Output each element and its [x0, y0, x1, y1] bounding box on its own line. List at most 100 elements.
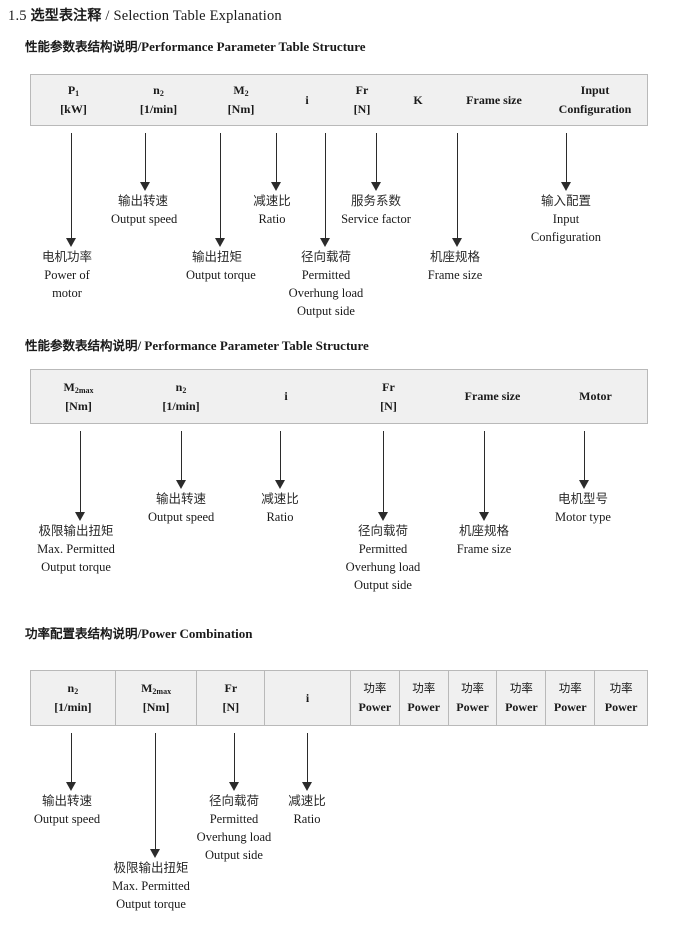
section-2-heading-chinese: 性能参数表结构说明	[25, 338, 138, 353]
annotation-permitted-overhung-load: 径向载荷 Permitted Overhung load Output side	[285, 248, 367, 321]
arrow-to-ratio-2	[275, 431, 286, 489]
annotation-output-speed-3-cn: 输出转速	[41, 793, 92, 808]
table3-col-power-6-en: Power	[604, 699, 638, 714]
table2-col-i: i	[236, 370, 336, 423]
arrow-to-ratio	[271, 133, 282, 191]
annotation-power-of-motor-cn: 电机功率	[41, 249, 92, 264]
annotation-permitted-overhung-load-2: 径向载荷 Permitted Overhung load Output side	[342, 522, 424, 595]
arrow-to-input-configuration	[561, 133, 572, 191]
section-1-heading-separator: /	[137, 39, 142, 54]
table3-col-power-2: 功率 Power	[398, 671, 448, 725]
table2-col-m2max-symbol: M2max	[63, 379, 94, 395]
table3-col-power-1: 功率 Power	[349, 671, 399, 725]
table1-col-i-symbol: i	[305, 92, 309, 107]
arrow-to-output-speed-3	[66, 733, 77, 791]
annotation-max-permitted-output-torque: 极限输出扭矩 Max. Permitted Output torque	[28, 522, 124, 576]
annotation-ratio-3: 减速比 Ratio	[278, 792, 336, 828]
section-3-heading-english: Power Combination	[141, 626, 253, 641]
table3-col-fr: Fr [N]	[196, 671, 264, 725]
annotation-ratio-3-cn: 减速比	[288, 793, 326, 808]
table2-col-n2-unit: [1/min]	[162, 398, 200, 413]
arrow-to-service-factor	[371, 133, 382, 191]
table2-col-m2max-unit: [Nm]	[65, 398, 92, 413]
arrow-to-permitted-overhung-load-2	[378, 431, 389, 521]
table2-col-n2-sub: 2	[182, 385, 187, 395]
annotation-max-permitted-output-torque-en-1: Max. Permitted	[37, 542, 115, 557]
table3-col-m2max: M2max [Nm]	[114, 671, 197, 725]
table1-col-input-configuration-line1: Input	[580, 83, 610, 98]
table3-col-power-5-en: Power	[553, 699, 587, 714]
annotation-permitted-overhung-load-3: 径向载荷 Permitted Overhung load Output side	[193, 792, 275, 865]
arrow-to-frame-size	[452, 133, 463, 247]
section-1-heading-english: Performance Parameter Table Structure	[141, 39, 366, 54]
table2-col-i-symbol: i	[284, 389, 288, 404]
annotation-ratio-2-cn: 减速比	[261, 491, 299, 506]
annotation-service-factor: 服务系数 Service factor	[335, 192, 417, 228]
table1-col-fr-symbol: Fr	[355, 83, 369, 98]
annotation-permitted-overhung-load-3-en-2: Overhung load	[196, 830, 272, 845]
table3-col-power-5: 功率 Power	[545, 671, 594, 725]
arrow-to-permitted-overhung-load-3	[229, 733, 240, 791]
section-3-heading: 功率配置表结构说明/Power Combination	[25, 623, 253, 642]
table3-col-power-3-en: Power	[456, 699, 489, 714]
table2-col-m2max-sub: 2max	[74, 385, 94, 395]
performance-parameter-table-1: P1 [kW] n2 [1/min] M2 [Nm] i Fr [N] K Fr…	[30, 74, 648, 126]
annotation-output-speed-en-1: Output speed	[111, 212, 178, 227]
annotation-power-of-motor-en-2: motor	[52, 286, 82, 301]
annotation-permitted-overhung-load-en-1: Permitted	[301, 268, 351, 283]
table2-col-fr-unit: [N]	[380, 398, 397, 413]
annotation-ratio: 减速比 Ratio	[243, 192, 301, 228]
annotation-ratio-3-en-1: Ratio	[293, 812, 321, 827]
annotation-ratio-en-1: Ratio	[258, 212, 286, 227]
annotation-max-permitted-output-torque-3-en-2: Output torque	[116, 897, 186, 912]
table3-col-power-1-cn: 功率	[363, 680, 387, 695]
annotation-motor-type-cn: 电机型号	[557, 491, 608, 506]
table1-col-k-symbol: K	[413, 92, 423, 107]
table2-col-motor-symbol: Motor	[579, 389, 612, 404]
annotation-permitted-overhung-load-en-2: Overhung load	[288, 286, 364, 301]
annotation-motor-type-en-1: Motor type	[555, 510, 611, 525]
table3-col-power-1-en: Power	[358, 699, 392, 714]
table1-col-input-configuration: Input Configuration	[543, 75, 647, 125]
table1-col-k: K	[391, 75, 445, 125]
table3-col-fr-unit: [N]	[222, 700, 240, 714]
section-2-heading: 性能参数表结构说明/ Performance Parameter Table S…	[25, 335, 369, 354]
table3-col-m2max-symbol: M2max	[141, 681, 172, 697]
arrow-to-output-torque	[215, 133, 226, 247]
arrow-to-ratio-3	[302, 733, 313, 791]
annotation-service-factor-cn: 服务系数	[350, 193, 401, 208]
annotation-ratio-2: 减速比 Ratio	[251, 490, 309, 526]
table1-col-n2-unit: [1/min]	[139, 102, 178, 116]
annotation-output-speed-cn: 输出转速	[117, 193, 168, 208]
arrow-to-output-speed	[140, 133, 151, 191]
annotation-output-speed: 输出转速 Output speed	[111, 192, 178, 228]
annotation-input-configuration-cn: 输入配置	[540, 193, 591, 208]
table1-col-m2-symbol: M2	[233, 83, 249, 99]
table3-col-power-2-cn: 功率	[412, 680, 436, 695]
table1-col-frame-size-symbol: Frame size	[466, 92, 522, 107]
table1-col-m2: M2 [Nm]	[201, 75, 281, 125]
annotation-ratio-cn: 减速比	[253, 193, 291, 208]
table1-col-frame-size: Frame size	[445, 75, 543, 125]
table3-col-i-symbol: i	[305, 690, 310, 705]
table1-col-p1-sub: 1	[75, 89, 80, 99]
table2-col-motor: Motor	[544, 370, 647, 423]
annotation-ratio-2-en-1: Ratio	[266, 510, 294, 525]
table3-col-m2max-unit: [Nm]	[142, 700, 170, 714]
table3-col-power-4-en: Power	[505, 699, 538, 714]
annotation-input-configuration: 输入配置 Input Configuration	[521, 192, 611, 246]
table1-col-fr-unit: [N]	[353, 102, 371, 116]
annotation-output-speed-2-en-1: Output speed	[148, 510, 215, 525]
annotation-frame-size-2-cn: 机座规格	[458, 523, 509, 538]
table3-col-power-4-cn: 功率	[509, 680, 533, 695]
arrow-to-max-permitted-output-torque	[75, 431, 86, 521]
annotation-output-torque-cn: 输出扭矩	[191, 249, 242, 264]
section-1-heading-chinese: 性能参数表结构说明	[25, 39, 138, 54]
annotation-permitted-overhung-load-cn: 径向载荷	[300, 249, 351, 264]
table1-col-m2-sub: 2	[244, 89, 249, 99]
table1-col-p1: P1 [kW]	[31, 75, 116, 125]
power-combination-table: n2 [1/min] M2max [Nm] Fr [N] i 功率 Power …	[30, 670, 648, 726]
table3-col-power-3-cn: 功率	[461, 680, 485, 695]
table3-col-power-6-cn: 功率	[609, 680, 633, 695]
table3-col-fr-symbol: Fr	[224, 681, 238, 696]
